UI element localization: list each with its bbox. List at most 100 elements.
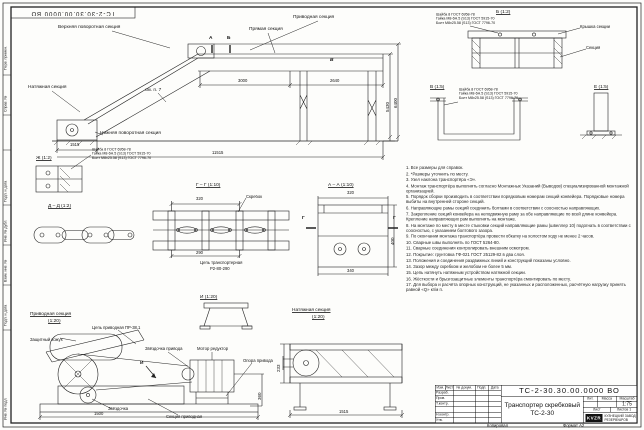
section-marker-a: А bbox=[209, 36, 213, 41]
tb-cell bbox=[453, 390, 476, 396]
dim-233-tension: 233 bbox=[277, 364, 282, 372]
margin-label-inv-dubl: Инв. № дубл. bbox=[4, 219, 8, 242]
dim-5430: 5430 bbox=[386, 101, 391, 112]
detail-gg bbox=[152, 197, 290, 259]
tb-role-nkontr: Н.контр. bbox=[435, 412, 454, 418]
top-mirrored-stamp: ТС-2-30.30.00.0000 ВО bbox=[30, 10, 116, 16]
note-item: 3. Узел наклона транспортёра «Э». bbox=[406, 178, 477, 183]
label-scraper: Скребок bbox=[246, 195, 263, 200]
note-item: 8. На монтаже по месту в месте стыковки … bbox=[406, 223, 631, 233]
drive-section bbox=[37, 329, 264, 420]
bolt-note-line: Болт М8х25.58 (S13) ГОСТ 7796-70 bbox=[436, 21, 496, 25]
note-item: 15. Цепь натянуть натяжным устройством н… bbox=[406, 271, 526, 276]
tb-header-data: Дата bbox=[488, 385, 502, 391]
note-item: 1. Все размеры для справок. bbox=[406, 166, 464, 171]
tension-section-title: Натяжная секция bbox=[292, 308, 331, 313]
tb-role-tkontr: Т.контр. bbox=[435, 401, 454, 407]
tb-header-list2: Лист bbox=[583, 407, 611, 413]
tb-cell bbox=[475, 412, 489, 418]
tb-cell bbox=[475, 390, 489, 396]
tb-header-massa: Масса bbox=[597, 396, 617, 402]
detail-b bbox=[467, 25, 587, 69]
label-section-cover: Крышка секции bbox=[580, 25, 610, 30]
dim-340-aa: 340 bbox=[347, 269, 355, 274]
tb-drawing-name: Транспортер скребковый ТС-2-30 bbox=[502, 396, 584, 424]
bolt-note-line: Гайка М8-6Н.5 (S13) ГОСТ 5915-70 bbox=[436, 17, 495, 21]
detail-i bbox=[199, 302, 253, 330]
cut-marker-g-left: Г bbox=[302, 216, 305, 221]
bolt-callout-b: Шайба 8 ГОСТ 6958-78 Гайка М8-6Н.5 (S13)… bbox=[436, 13, 495, 26]
bolt-note-line: Гайка М8-6Н.5 (S13) ГОСТ 5915-70 bbox=[459, 92, 518, 96]
label-sprocket: Звёздочка bbox=[108, 407, 129, 412]
tb-cell bbox=[475, 401, 489, 407]
bolt-note-line: Болт М8х25.58 (S13) ГОСТ 7796-70 bbox=[92, 156, 152, 160]
label-conveyor-chain-1: Цепь транспортерная bbox=[200, 261, 243, 266]
main-view bbox=[51, 20, 401, 160]
dim-290-gg: 290 bbox=[196, 251, 204, 256]
view-i-title: И (1:20) bbox=[200, 295, 218, 300]
tb-cell bbox=[488, 390, 502, 396]
company-name: КУЗНЕЦКИЙ ЗАВОД РЕЗЕРВУАРОВ bbox=[604, 414, 636, 422]
tb-cell bbox=[453, 401, 476, 407]
tb-cell bbox=[475, 407, 489, 413]
detail-aa bbox=[306, 196, 398, 276]
tb-cell bbox=[597, 401, 617, 408]
tb-cell bbox=[488, 401, 502, 407]
tb-header-doc: № докум. bbox=[453, 385, 476, 391]
tb-cell bbox=[453, 407, 476, 413]
note-item: 5. Порядок сборки производить в соответс… bbox=[406, 195, 625, 205]
dim-400-aa: 400 bbox=[391, 237, 396, 245]
note-item: 2. *Размеры уточнить по месту. bbox=[406, 172, 469, 177]
margin-label-podp-data-2: Подп. и дата bbox=[4, 304, 8, 326]
label-section: Секция bbox=[586, 46, 601, 51]
note-item: 9. По окончании монтажа транспортёра про… bbox=[406, 234, 595, 239]
note-item: 10. Сварные швы выполнять по ГОСТ 5264-8… bbox=[406, 240, 500, 246]
drive-section-title: Приводная секция bbox=[30, 312, 72, 317]
detail-v-title: В (1:5) bbox=[430, 85, 445, 90]
label-see-note-7: см. п. 7 bbox=[145, 88, 162, 93]
tb-header-podp: Подп. bbox=[475, 385, 489, 391]
bolt-note-line: Шайба 8 ГОСТ 6958-78 bbox=[436, 13, 475, 17]
dim-360-drive: 360 bbox=[258, 392, 263, 400]
tb-cell bbox=[489, 418, 502, 424]
bolt-callout-v: Шайба 8 ГОСТ 6958-78 Гайка М8-6Н.5 (S13)… bbox=[459, 88, 518, 101]
tb-cell bbox=[454, 418, 476, 424]
note-item: 7. Закрепление секций конвейера на непод… bbox=[406, 212, 618, 222]
label-upper-turn-section: Верхняя поворотная секция bbox=[58, 25, 121, 30]
label-straight-section: Прямая секция bbox=[249, 27, 283, 32]
label-drive-chain: Цепь приводная ПР-38,1 bbox=[92, 326, 141, 331]
note-item: 13. Положения и соединения раздвижных ли… bbox=[406, 258, 571, 264]
dim-320-gg: 320 bbox=[196, 197, 204, 202]
label-drive-section: Приводная секция bbox=[293, 15, 335, 20]
tb-header-list: Лист bbox=[445, 385, 454, 391]
dim-1515-tension: 1515 bbox=[339, 410, 349, 415]
view-marker-i: И bbox=[140, 361, 144, 366]
bolt-note-line: Шайба 8 ГОСТ 6958-78 bbox=[92, 148, 131, 152]
dim-1500-drive: 1500 bbox=[94, 412, 104, 417]
tb-header-listov: Листов 1 bbox=[610, 408, 638, 413]
detail-b-title: Б (1:2) bbox=[496, 10, 511, 15]
dim-11515-total: 11515 bbox=[212, 151, 224, 156]
tb-cell bbox=[488, 407, 502, 413]
margin-label-sprav: Справ. № bbox=[4, 95, 8, 112]
tb-cell bbox=[475, 396, 489, 402]
note-item: 12. Покрытие: грунтовка ГФ-021 ГОСТ 2512… bbox=[406, 252, 525, 258]
label-guard: Защитный кожух bbox=[30, 338, 63, 343]
margin-label-inv-podl: Инв. № подл. bbox=[4, 397, 8, 420]
title-block: Изм. Лист № докум. Подп. Дата Разраб. Пр… bbox=[435, 385, 638, 424]
margin-label-vzam-inv: Взам. инв. № bbox=[4, 259, 8, 282]
bolt-note-line: Болт М8х25.58 (S13) ГОСТ 7796-70 bbox=[459, 96, 519, 100]
tb-header-masshtab: Масштаб bbox=[616, 397, 638, 402]
note-item: 14. Зазор между скребком и желобом не бо… bbox=[406, 265, 513, 270]
footer-copied: Копировал bbox=[487, 424, 509, 429]
label-tension-section: Натяжная секция bbox=[28, 85, 67, 90]
label-conveyor-chain-2: Р2-80-290 bbox=[210, 267, 230, 272]
margin-label-perv-primen: Перв. примен. bbox=[4, 46, 8, 70]
dim-3000: 3000 bbox=[238, 79, 248, 84]
section-aa-title: А – А (1:10) bbox=[328, 183, 354, 188]
tension-section-scale: (1:20) bbox=[312, 315, 325, 320]
detail-e-title: Е (1:5) bbox=[594, 85, 609, 90]
